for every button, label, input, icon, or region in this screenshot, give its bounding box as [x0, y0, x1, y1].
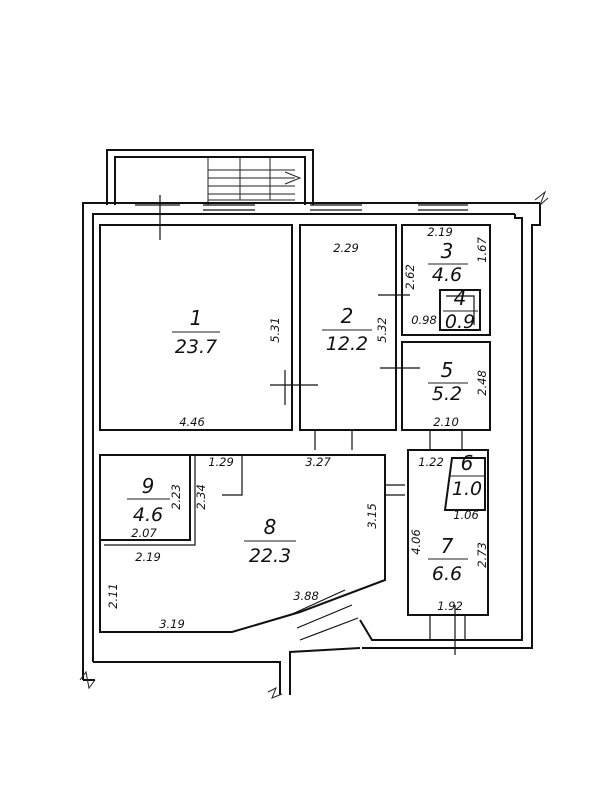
- dim-r7-width: 1.92: [437, 599, 463, 613]
- dim-r3-height: 1.67: [475, 237, 489, 263]
- room-6-number: 6: [461, 451, 474, 475]
- outer-walls: [79, 190, 549, 699]
- room-2-number: 2: [341, 304, 354, 328]
- room-7-number: 7: [441, 534, 454, 558]
- room-7-area: 6.6: [432, 563, 462, 585]
- entrance-staircase: [106, 149, 314, 205]
- dim-r8-bottom: 3.19: [159, 617, 185, 631]
- room-5-area: 5.2: [432, 383, 462, 405]
- room-2-area: 12.2: [326, 333, 368, 355]
- room-labels: 1 23.7 2 12.2 3 4.6 4 0.9 5 5.2 6 1.0 7 …: [127, 239, 484, 585]
- room-9-number: 9: [142, 474, 155, 498]
- room-3-number: 3: [441, 239, 454, 263]
- dim-r7-left: 4.06: [409, 529, 423, 555]
- dim-r1-height: 5.31: [268, 317, 282, 343]
- dim-r6-width: 1.22: [418, 455, 444, 469]
- dim-r3-left: 2.62: [403, 264, 417, 290]
- room-4-number: 4: [454, 286, 467, 310]
- room-walls: [99, 224, 491, 633]
- dim-r3-width: 2.19: [427, 225, 453, 239]
- dim-r9-height: 2.23: [169, 484, 183, 510]
- dim-r5-width: 2.10: [433, 415, 459, 429]
- dim-r5-height: 2.48: [475, 370, 489, 396]
- room-4-area: 0.9: [445, 311, 475, 333]
- dim-r8-top-left: 1.29: [208, 455, 234, 469]
- dim-r1-width: 4.46: [179, 415, 205, 429]
- room-5-number: 5: [441, 358, 454, 382]
- room-3-area: 4.6: [432, 264, 462, 286]
- room-9-area: 4.6: [133, 504, 163, 526]
- doors: [270, 294, 466, 655]
- dim-r8-top: 3.27: [305, 455, 331, 469]
- room-8-area: 22.3: [249, 545, 291, 567]
- dim-r8-left: 2.11: [106, 583, 120, 609]
- dim-r8-inner: 2.19: [135, 550, 161, 564]
- room-8-number: 8: [264, 515, 277, 539]
- dim-r2-height: 5.32: [375, 317, 389, 343]
- room-6-area: 1.0: [452, 478, 482, 500]
- dim-r8-door: 3.88: [293, 589, 319, 603]
- dim-r9-side: 2.34: [194, 484, 208, 510]
- dimension-labels: 4.46 5.31 2.29 5.32 2.19 1.67 2.62 0.98 …: [106, 225, 489, 631]
- dim-r6-bottom: 1.06: [453, 508, 479, 522]
- room-1-number: 1: [190, 306, 203, 330]
- dim-r7-height: 2.73: [475, 542, 489, 568]
- dim-r4-width: 0.98: [411, 313, 437, 327]
- dim-r9-width: 2.07: [131, 526, 157, 540]
- room-1-area: 23.7: [175, 336, 217, 358]
- dim-r2-width: 2.29: [333, 241, 359, 255]
- windows: [135, 195, 468, 240]
- dim-r8-right: 3.15: [365, 503, 379, 529]
